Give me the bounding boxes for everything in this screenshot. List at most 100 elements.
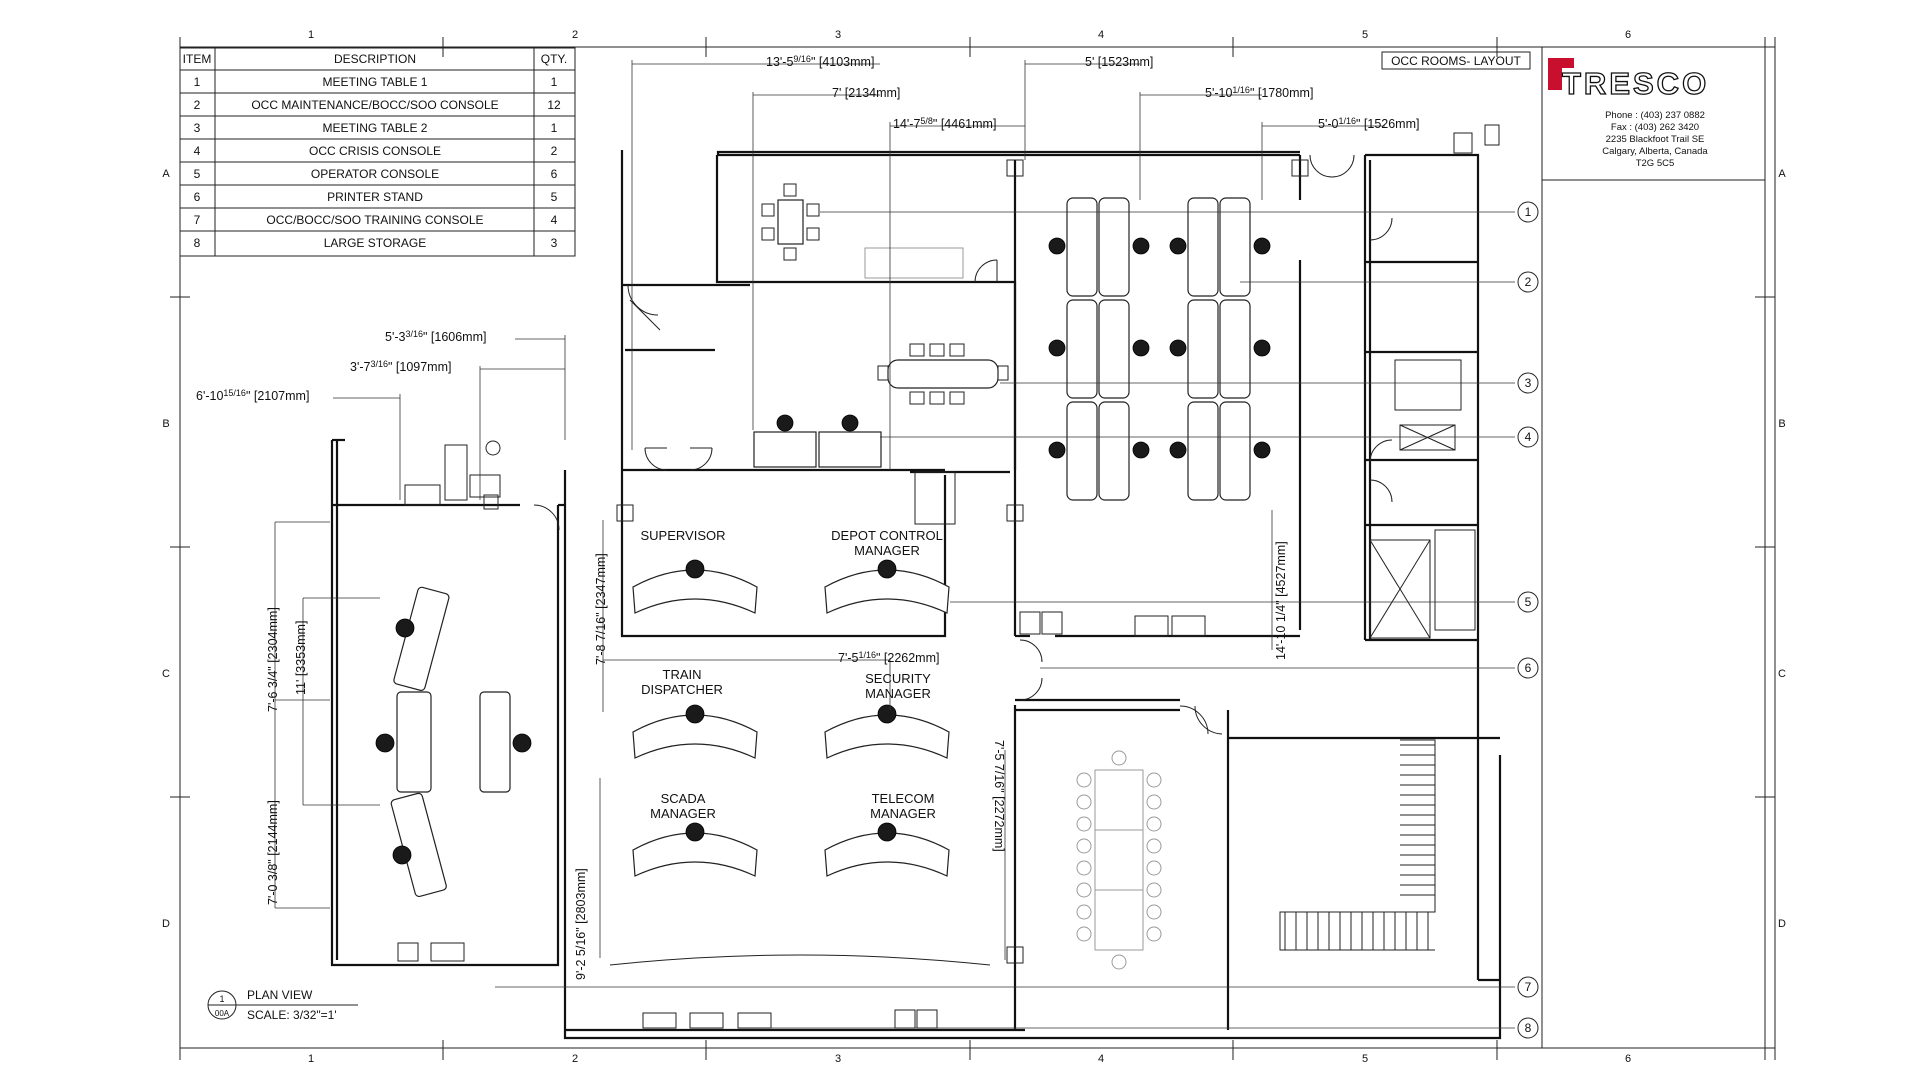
company-fax: Fax : (403) 262 3420 [1611, 122, 1699, 133]
room-label-scada: MANAGER [650, 806, 716, 821]
schedule-item: 7 [194, 213, 201, 227]
chair [1048, 441, 1066, 459]
schedule-header-description: DESCRIPTION [334, 52, 416, 66]
chair [877, 559, 897, 579]
chair [1253, 441, 1271, 459]
chair [877, 704, 897, 724]
chair [1048, 339, 1066, 357]
dimension-label: 5'-33/16" [1606mm] [385, 329, 486, 344]
schedule-item: 3 [194, 121, 201, 135]
chair [877, 822, 897, 842]
schedule-description: OCC/BOCC/SOO TRAINING CONSOLE [266, 213, 483, 227]
view-number: 1 [219, 994, 224, 1004]
col-label-bottom: 4 [1098, 1053, 1104, 1065]
console-desk [1187, 299, 1219, 399]
dimension-label: 14'-75/8" [4461mm] [893, 116, 996, 131]
item-schedule-table: ITEM DESCRIPTION QTY. 1 MEETING TABLE 1 … [179, 47, 576, 257]
conference-chair [1111, 954, 1127, 970]
col-label-bottom: 5 [1362, 1053, 1368, 1065]
row-label-right: C [1778, 668, 1786, 680]
console-desk [1219, 299, 1251, 399]
chair [1169, 339, 1187, 357]
callouts: 1 2 3 4 5 6 7 8 [1517, 201, 1539, 1039]
chair [1169, 441, 1187, 459]
schedule-description: LARGE STORAGE [324, 236, 426, 250]
operator-console-desk [632, 832, 758, 877]
doors [533, 154, 1393, 735]
dimension-label: 6'-1015/16" [2107mm] [196, 388, 309, 403]
room-label-security: MANAGER [865, 686, 931, 701]
dimension-label: 9'-2 5/16" [2803mm] [574, 868, 588, 980]
conference-table [1076, 750, 1162, 970]
conference-chair [1076, 926, 1092, 942]
console-desk [1066, 197, 1098, 297]
callout-number: 2 [1525, 275, 1532, 289]
callout-number: 5 [1525, 595, 1532, 609]
furniture [375, 183, 1271, 970]
conference-chair [1146, 904, 1162, 920]
schedule-header-item: ITEM [183, 52, 212, 66]
operator-console-desk [632, 569, 758, 614]
conference-chair [1076, 860, 1092, 876]
room-label-telecom: TELECOM [872, 791, 935, 806]
callout-leaders [495, 211, 1515, 1029]
dimension-label: 3'-73/16" [1097mm] [350, 359, 451, 374]
conference-chair [1146, 926, 1162, 942]
row-label-left: B [162, 418, 169, 430]
operator-consoles [632, 559, 950, 877]
room-label-telecom: MANAGER [870, 806, 936, 821]
conference-chair [1146, 838, 1162, 854]
company-address-line2: Calgary, Alberta, Canada [1602, 146, 1708, 157]
console-desk [1066, 299, 1098, 399]
zone-labels: 1 2 3 4 5 6 1 2 3 4 5 6 A B C D A B C D [162, 29, 1786, 1065]
schedule-qty: 1 [551, 75, 558, 89]
fixtures [397, 124, 1500, 1029]
schedule-description: MEETING TABLE 1 [323, 75, 428, 89]
conference-chair [1146, 882, 1162, 898]
room-label-security: SECURITY [865, 671, 931, 686]
col-label-top: 4 [1098, 29, 1104, 41]
console-desk [1219, 401, 1251, 501]
sheet-title-box: OCC ROOMS- LAYOUT [1381, 51, 1531, 70]
schedule-description: OPERATOR CONSOLE [311, 167, 439, 181]
callout-number: 7 [1525, 980, 1532, 994]
schedule-item: 6 [194, 190, 201, 204]
col-label-bottom: 3 [835, 1053, 841, 1065]
chair [1132, 339, 1150, 357]
schedule-item: 4 [194, 144, 201, 158]
schedule-item: 5 [194, 167, 201, 181]
schedule-qty: 4 [551, 213, 558, 227]
view-name: PLAN VIEW [247, 988, 313, 1002]
stairs [1279, 739, 1436, 951]
room-labels: SUPERVISOR DEPOT CONTROL MANAGER TRAIN D… [640, 528, 942, 821]
schedule-qty: 1 [551, 121, 558, 135]
dimension-label: 7'-6 3/4" [2304mm] [266, 607, 280, 712]
row-label-left: D [162, 918, 170, 930]
dimension-label: 7'-0 3/8" [2144mm] [266, 800, 280, 905]
col-label-bottom: 6 [1625, 1053, 1631, 1065]
conference-chair [1076, 904, 1092, 920]
console-desk [1098, 197, 1130, 297]
company-postal-code: T2G 5C5 [1636, 158, 1675, 169]
sheet-title: OCC ROOMS- LAYOUT [1391, 54, 1521, 68]
view-sheet-ref: 00A [215, 1009, 230, 1018]
wing-fixtures [404, 440, 501, 510]
row-label-left: C [162, 668, 170, 680]
crisis-consoles [753, 414, 882, 468]
schedule-header-qty: QTY. [541, 52, 567, 66]
view-title: 1 00A PLAN VIEW SCALE: 3/32"=1' [207, 988, 358, 1022]
conference-chair [1146, 860, 1162, 876]
chair [1132, 237, 1150, 255]
chair [685, 822, 705, 842]
dimension-label: 11' [3353mm] [294, 621, 308, 695]
dimension-label: 7'-51/16" [2262mm] [838, 650, 939, 665]
schedule-item: 1 [194, 75, 201, 89]
dimension-labels: 13'-59/16" [4103mm] 7' [2134mm] 14'-75/8… [196, 54, 1419, 980]
schedule-description: MEETING TABLE 2 [323, 121, 428, 135]
conference-chair [1076, 816, 1092, 832]
chair [685, 704, 705, 724]
callout-number: 3 [1525, 376, 1532, 390]
schedule-qty: 5 [551, 190, 558, 204]
col-label-top: 1 [308, 29, 314, 41]
